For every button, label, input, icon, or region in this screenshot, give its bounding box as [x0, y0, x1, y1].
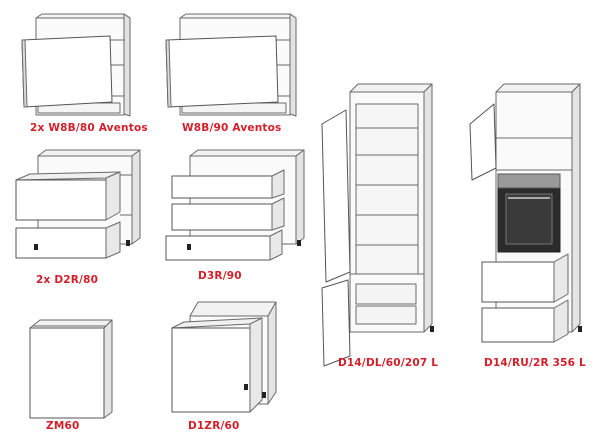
label-d3r90: D3R/90 — [198, 270, 242, 282]
end-panel-zm60 — [29, 319, 113, 419]
label-d14dl: D14/DL/60/207 L — [338, 357, 439, 369]
tall-cabinet-d14dl — [321, 83, 434, 367]
label-d2r80: 2x D2R/80 — [36, 274, 99, 286]
label-w8b80: 2x W8B/80 Aventos — [30, 122, 148, 134]
label-d1zr60: D1ZR/60 — [188, 420, 240, 432]
wall-cabinet-w8b80 — [21, 13, 131, 117]
base-cabinet-d3r90 — [165, 149, 305, 261]
label-w8b90: W8B/90 Aventos — [182, 122, 282, 134]
tall-cabinet-d14ru — [469, 83, 582, 343]
label-d14ru: D14/RU/2R 356 L — [484, 357, 586, 369]
wall-cabinet-w8b90 — [165, 13, 297, 117]
label-zm60: ZM60 — [46, 420, 80, 432]
base-cabinet-d1zr60 — [171, 301, 277, 413]
base-cabinet-d2r80 — [15, 149, 141, 259]
